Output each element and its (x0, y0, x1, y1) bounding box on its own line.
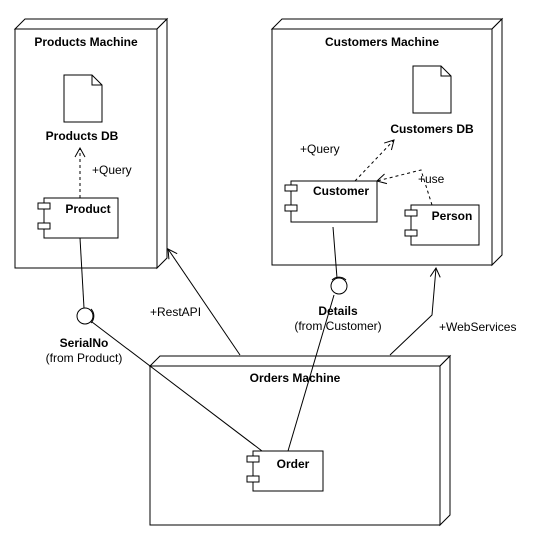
customer-component[interactable]: Customer (284, 180, 378, 223)
restapi-label: +RestAPI (150, 305, 201, 319)
orders-machine-title: Orders Machine (250, 371, 341, 385)
use-dependency (376, 169, 433, 206)
component-icon (404, 209, 418, 217)
products-db-label: Products DB (46, 129, 119, 143)
order-component[interactable]: Order (246, 450, 324, 492)
details-label: Details (318, 304, 358, 318)
details-interface[interactable]: Details (from Customer) (294, 276, 382, 333)
customers-db-artifact[interactable]: Customers DB (390, 65, 474, 136)
customer-details-link (332, 226, 338, 279)
use-label: +use (418, 172, 445, 186)
details-order-link (287, 294, 335, 452)
person-label: Person (432, 209, 473, 223)
document-icon (63, 74, 103, 123)
component-icon (37, 202, 51, 210)
products-db-artifact[interactable]: Products DB (46, 74, 119, 143)
product-label: Product (65, 202, 110, 216)
customers-machine-title: Customers Machine (325, 35, 439, 49)
person-component[interactable]: Person (404, 204, 480, 246)
webservices-label: +WebServices (439, 320, 516, 334)
document-icon (412, 65, 452, 114)
serialno-label: SerialNo (60, 336, 109, 350)
serialno-origin: (from Product) (46, 351, 123, 365)
customers-db-label: Customers DB (390, 122, 474, 136)
details-origin: (from Customer) (294, 319, 381, 333)
restapi-connection (167, 248, 241, 356)
orders-machine-node[interactable]: Orders Machine (148, 354, 452, 527)
product-query-label: +Query (92, 163, 132, 177)
product-serialno-link (79, 237, 85, 309)
component-icon (246, 455, 260, 463)
component-icon (284, 184, 298, 192)
serialno-interface[interactable]: SerialNo (from Product) (46, 307, 123, 365)
serialno-order-link (91, 321, 263, 452)
products-machine-title: Products Machine (34, 35, 138, 49)
webservices-connection (389, 266, 441, 356)
product-component[interactable]: Product (37, 197, 119, 239)
order-label: Order (277, 457, 310, 471)
customer-label: Customer (313, 184, 369, 198)
customer-query-label: +Query (300, 142, 340, 156)
